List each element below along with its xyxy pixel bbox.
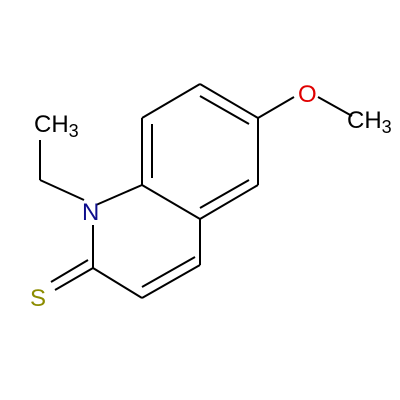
bond-c2-c3 (92, 267, 143, 299)
bond-c8-c7 (199, 83, 259, 119)
atom-label-nitrogen: N (82, 199, 99, 226)
bond-c3-c4-inner (141, 256, 196, 288)
bond-c5-c4a (141, 184, 201, 220)
atom-label-ethyl-ch3: CH3 (34, 111, 79, 141)
bond-c2-s-1 (54, 267, 94, 291)
bond-c6-c5-inner (199, 179, 250, 209)
bond-c6-c5 (199, 184, 259, 220)
atom-label-sulfur: S (30, 285, 46, 312)
bond-c3-c4 (141, 264, 201, 299)
atom-label-oxygen: O (298, 81, 317, 108)
bond-c7-o (257, 96, 295, 119)
bond-c8-c7-inner (199, 95, 250, 125)
bond-n1-ch2 (39, 179, 85, 201)
bond-o-ch3 (317, 96, 353, 117)
atom-label-methoxy-ch3: CH3 (347, 107, 392, 137)
bond-c2-s-2 (50, 259, 89, 283)
bond-c4a-n1 (95, 184, 143, 206)
bond-c8a-c8 (141, 83, 201, 119)
